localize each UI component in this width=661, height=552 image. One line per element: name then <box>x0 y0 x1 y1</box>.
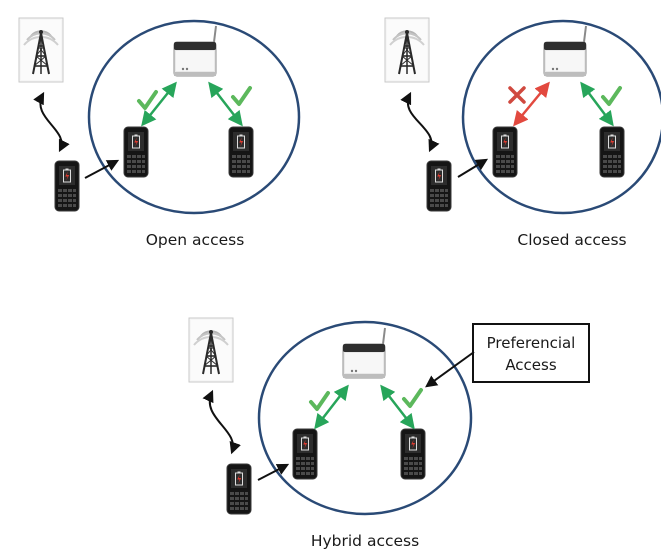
closed-access-caption: Closed access <box>517 231 626 249</box>
open-access-caption: Open access <box>146 231 245 249</box>
hybrid-access-right-check-icon <box>402 388 423 408</box>
preferencial-access-callout-line2: Access <box>505 356 557 374</box>
closed-access-inside-handset-right-icon <box>599 126 625 178</box>
open-access-macro-tower-icon <box>18 17 64 83</box>
hybrid-access-left-check-icon <box>309 391 330 411</box>
closed-access-macro-link-arrow <box>400 91 440 153</box>
preferencial-access-callout-box <box>472 323 590 383</box>
closed-access-right-allowed-link <box>580 81 614 127</box>
open-access-inside-handset-left-icon <box>123 126 149 178</box>
open-access-panel: Open access <box>18 17 301 249</box>
hybrid-access-panel: Preferencial Access Hybrid access <box>188 317 590 550</box>
hybrid-access-inside-handset-right-icon <box>400 428 426 480</box>
hybrid-access-macro-link-arrow <box>202 389 241 455</box>
closed-access-panel: Closed access <box>384 17 661 249</box>
open-access-cell-boundary <box>87 19 301 215</box>
hybrid-access-macro-tower-icon <box>188 317 234 383</box>
hybrid-access-left-allowed-link <box>314 384 349 430</box>
closed-access-cell-boundary <box>461 19 661 215</box>
hybrid-access-caption: Hybrid access <box>311 532 419 550</box>
hybrid-access-femtocell-icon <box>342 327 386 379</box>
open-access-right-allowed-link <box>208 81 243 127</box>
hybrid-access-outside-handset-icon <box>226 463 252 515</box>
closed-access-femtocell-icon <box>543 25 587 77</box>
open-access-right-check-icon <box>231 86 252 106</box>
hybrid-access-right-allowed-link <box>380 384 415 430</box>
open-access-femtocell-icon <box>173 25 217 77</box>
hybrid-access-entry-arrow <box>257 463 290 481</box>
closed-access-entry-arrow <box>457 158 489 178</box>
open-access-inside-handset-right-icon <box>228 126 254 178</box>
open-access-entry-arrow <box>84 159 120 179</box>
open-access-left-check-icon <box>137 90 158 110</box>
closed-access-macro-tower-icon <box>384 17 430 83</box>
closed-access-outside-handset-icon <box>426 160 452 212</box>
open-access-outside-handset-icon <box>54 160 80 212</box>
closed-access-right-check-icon <box>601 86 622 106</box>
hybrid-access-cell-boundary <box>257 320 473 516</box>
preferencial-access-callout-line1: Preferencial <box>487 334 576 352</box>
preferencial-access-pointer-arrow <box>425 351 475 388</box>
open-access-macro-link-arrow <box>33 91 70 153</box>
hybrid-access-inside-handset-left-icon <box>292 428 318 480</box>
open-access-left-allowed-link <box>141 81 177 127</box>
closed-access-denied-icon <box>508 86 526 104</box>
closed-access-left-denied-link <box>513 81 550 127</box>
closed-access-inside-handset-left-icon <box>492 126 518 178</box>
